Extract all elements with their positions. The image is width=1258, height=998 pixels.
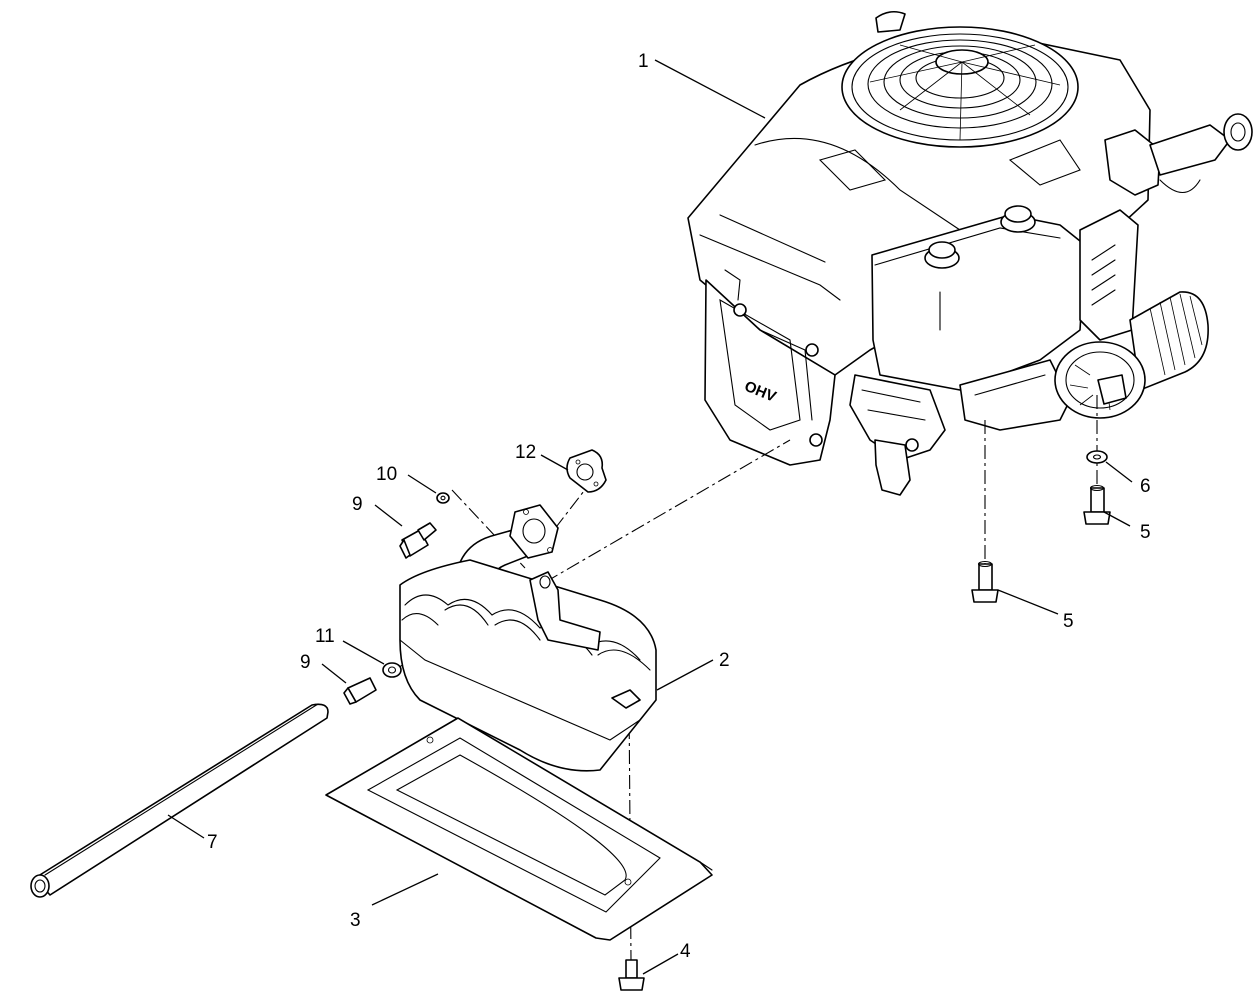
callout-engine-bolt-lower: 5 — [1063, 611, 1074, 632]
oil-fill-cap — [924, 241, 960, 269]
muffler-bolt-lower — [343, 677, 377, 705]
muffler-heat-shield — [325, 717, 713, 941]
oil-filter — [1054, 291, 1209, 419]
callout-engine-bolt-upper: 5 — [1140, 522, 1151, 543]
callout-muffler: 2 — [719, 650, 730, 671]
fuel-cap — [1000, 205, 1036, 233]
callout-washer-6: 6 — [1140, 476, 1151, 497]
heat-shield-bolt — [618, 959, 645, 991]
muffler-bolt-upper — [399, 522, 437, 559]
callout-muffler-bolt-upper: 9 — [352, 494, 363, 515]
callout-tail-pipe: 7 — [207, 832, 218, 853]
callout-labels: 1 2 3 4 5 5 6 7 9 9 10 11 12 — [207, 51, 1151, 962]
callout-lock-washer-10: 10 — [376, 464, 397, 485]
flywheel-grille — [841, 26, 1079, 148]
engine-assembly: OHV — [687, 10, 1253, 496]
engine-bolt-upper — [1083, 484, 1111, 525]
washer-11 — [382, 662, 402, 678]
callout-heat-shield: 3 — [350, 910, 361, 931]
callout-shield-bolt: 4 — [680, 941, 691, 962]
muffler — [399, 559, 657, 772]
callout-muffler-bolt-lower: 9 — [300, 652, 311, 673]
callout-washer-11: 11 — [315, 626, 335, 647]
callout-leaders — [167, 59, 1133, 975]
lock-washer-10 — [436, 492, 450, 504]
exhaust-gasket — [566, 449, 607, 493]
engine-bolt-lower — [971, 560, 999, 603]
washer-6 — [1086, 450, 1108, 464]
callout-gasket-12: 12 — [515, 442, 536, 463]
tail-pipe — [30, 703, 329, 898]
callout-engine: 1 — [638, 51, 649, 72]
